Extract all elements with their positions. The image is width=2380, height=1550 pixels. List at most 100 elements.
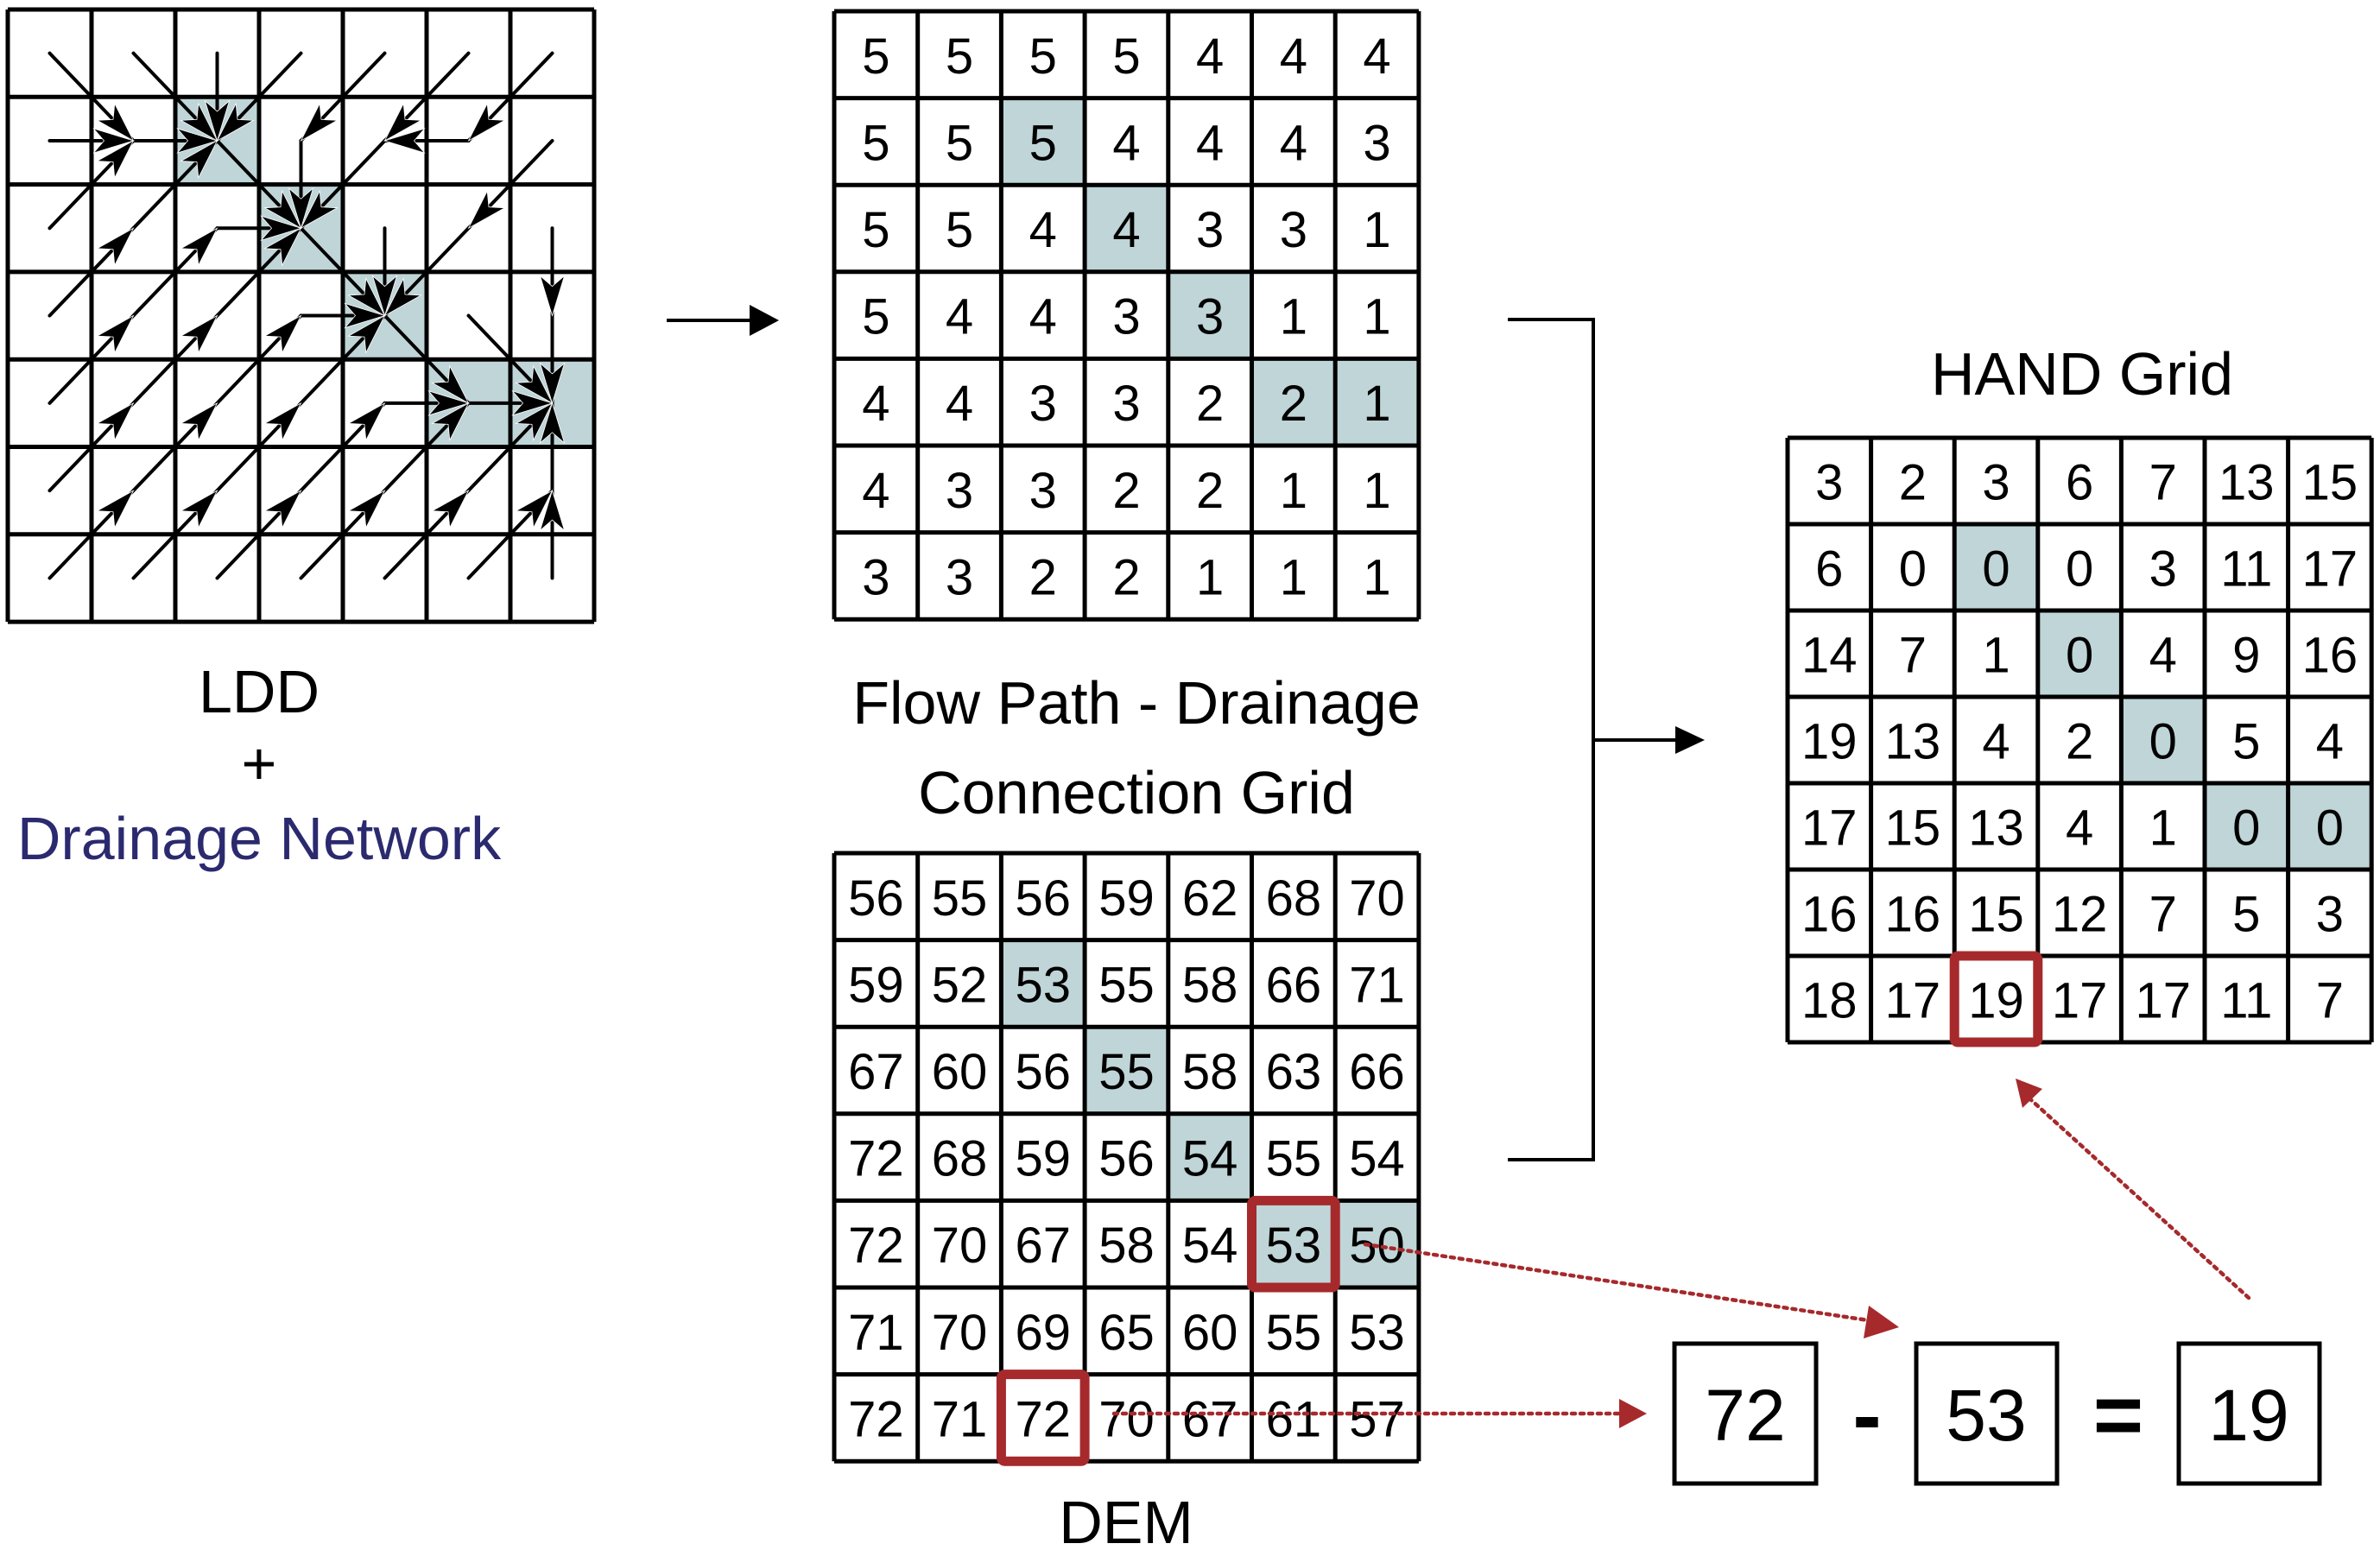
hand-channel-cell — [2288, 783, 2372, 870]
dem-cell-value: 55 — [1266, 1131, 1322, 1187]
dem-cell — [1001, 1113, 1086, 1201]
dem-cell-value: 67 — [1015, 1218, 1071, 1274]
flow-path-cell — [1001, 358, 1086, 446]
flow-arrowhead-icon — [176, 128, 218, 154]
dem-cell — [1168, 1287, 1252, 1375]
flow-path-cell — [834, 98, 918, 186]
dem-cell — [1001, 1027, 1086, 1114]
dem-cell — [917, 853, 1002, 940]
flow-path-cell — [1168, 185, 1252, 272]
flow-path-cell-value: 4 — [1029, 202, 1057, 258]
hand-cell-value: 17 — [1885, 973, 1941, 1029]
flow-path-cell-value: 1 — [1280, 289, 1307, 345]
hand-cell — [2205, 611, 2288, 697]
hand-cell-value: 0 — [2066, 628, 2093, 684]
dem-cell-value: 54 — [1182, 1218, 1238, 1274]
dem-cell — [1001, 1287, 1086, 1375]
hand-cell-value: 0 — [2066, 541, 2093, 598]
hand-grid-title: HAND Grid — [1931, 340, 2233, 408]
flow-path-cell-value: 1 — [1363, 463, 1390, 519]
dem-cell — [1168, 939, 1252, 1028]
dem-cell-value: 54 — [1349, 1131, 1405, 1187]
flow-path-cell-value: 3 — [1029, 463, 1057, 519]
flow-path-cell — [1335, 532, 1419, 620]
flow-path-cell-value: 2 — [1112, 463, 1140, 519]
dem-cell — [1335, 1027, 1419, 1114]
flow-path-cell-value: 5 — [1112, 28, 1140, 85]
dem-cell — [1251, 1027, 1336, 1114]
dem-cell-value: 59 — [1098, 870, 1155, 927]
hand-cell — [2205, 697, 2288, 783]
dem-cell-value: 70 — [1349, 870, 1405, 927]
hand-cell — [1954, 438, 2038, 524]
dem-cell-value: 71 — [848, 1305, 904, 1361]
flow-arrowhead-icon — [96, 314, 135, 354]
dem-cell — [834, 939, 918, 1028]
flow-arrowhead-icon — [96, 227, 135, 267]
flow-path-cell-value: 1 — [1363, 289, 1390, 345]
hand-cell-value: 6 — [2066, 455, 2093, 511]
flow-path-cell-value: 3 — [1112, 289, 1140, 345]
dem-cell — [1251, 1113, 1336, 1201]
dem-cell-value: 56 — [1098, 1131, 1155, 1187]
dem-cell-value: 59 — [1015, 1131, 1071, 1187]
dem-channel-cell — [1335, 1200, 1419, 1287]
flow-arrowhead-icon — [344, 302, 386, 329]
dem-cell-value: 53 — [1266, 1218, 1322, 1274]
dem-cell — [1085, 1200, 1168, 1287]
flow-arrowhead-icon — [180, 490, 218, 529]
flow-path-cell-value: 1 — [1363, 202, 1390, 258]
hand-cell — [2121, 956, 2205, 1042]
flow-arrowhead-icon — [180, 227, 218, 267]
flow-path-channel-cell — [1085, 185, 1168, 272]
flow-path-cell-value: 4 — [1363, 28, 1390, 85]
flow-path-cell-value: 2 — [1196, 376, 1224, 432]
flow-path-cell — [1335, 98, 1419, 186]
hand-cell — [2037, 783, 2122, 870]
hand-cell-value: 2 — [2066, 714, 2093, 770]
flow-path-cell — [1168, 98, 1252, 186]
dem-cell-value: 54 — [1182, 1131, 1238, 1187]
flow-path-cell-value: 5 — [946, 28, 973, 85]
flow-path-cell-value: 5 — [1029, 28, 1057, 85]
dem-cell-value: 59 — [848, 957, 904, 1013]
drainage-cell-to-equation-arrow — [1363, 1242, 1899, 1338]
flow-path-cell — [1335, 185, 1419, 272]
ldd-grid — [5, 7, 597, 624]
dem-cell-value: 56 — [1015, 1044, 1071, 1100]
dem-cell — [834, 1200, 918, 1287]
flow-arrowhead-icon — [96, 139, 135, 180]
flow-path-cell — [1168, 11, 1252, 98]
hand-cell — [2037, 524, 2122, 611]
hand-cell-value: 5 — [2232, 887, 2260, 943]
flow-arrowhead-icon — [347, 402, 386, 442]
hand-cell — [2205, 956, 2288, 1042]
hand-cell — [1870, 956, 1955, 1042]
hand-channel-cell — [2205, 783, 2288, 870]
flow-arrowhead-icon — [300, 189, 339, 230]
flow-path-channel-cell — [1001, 98, 1086, 186]
equation-drainage-value-box — [1914, 1341, 2060, 1486]
flow-arrowhead-icon — [300, 102, 339, 142]
dem-cell — [917, 1374, 1002, 1462]
hand-cell-value: 17 — [2052, 973, 2108, 1029]
flow-path-cell — [1001, 11, 1086, 98]
flow-path-cell — [917, 358, 1002, 446]
hand-cell-value: 9 — [2232, 628, 2260, 684]
hand-cell-value: 5 — [2232, 714, 2260, 770]
flow-path-cell — [1251, 11, 1336, 98]
flow-path-cell-value: 1 — [1363, 549, 1390, 605]
hand-cell-value: 16 — [1801, 887, 1858, 943]
dem-cell-value: 53 — [1015, 957, 1071, 1013]
dem-cell — [1251, 939, 1336, 1028]
hand-cell — [2205, 870, 2288, 956]
hand-cell-value: 0 — [2149, 714, 2177, 770]
hand-cell-value: 3 — [2149, 541, 2177, 598]
hand-cell — [2288, 524, 2372, 611]
flow-path-cell-value: 5 — [1029, 115, 1057, 171]
flow-path-cell — [1251, 98, 1336, 186]
flow-path-channel-cell — [1335, 358, 1419, 446]
hand-cell — [1954, 697, 2038, 783]
